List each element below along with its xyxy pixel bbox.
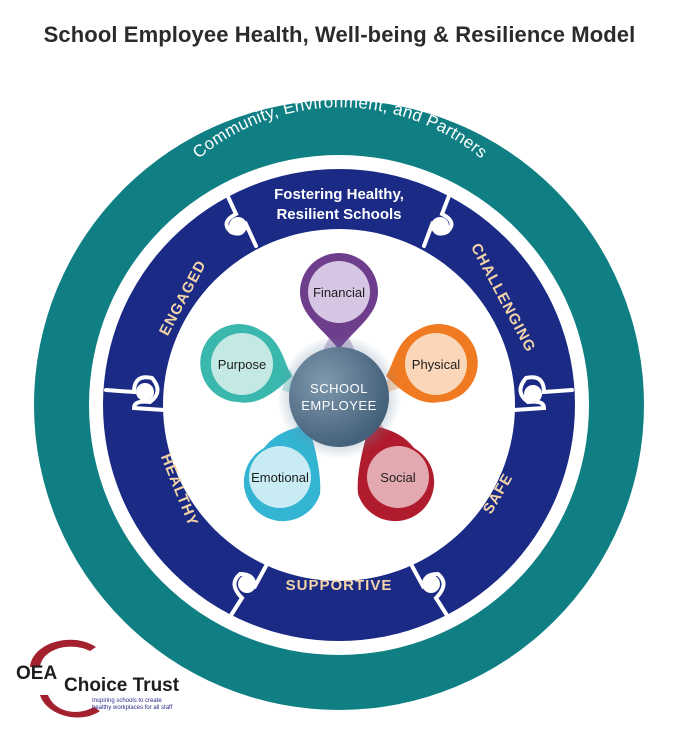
logo-tagline-line1: Inspiring schools to create <box>92 698 162 704</box>
dimension-physical-label: Physical <box>412 357 461 372</box>
dimension-emotional-label: Emotional <box>251 470 309 485</box>
logo-acronym: OEA <box>16 663 58 684</box>
segment-supportive: SUPPORTIVE <box>286 577 393 594</box>
center-line2: EMPLOYEE <box>301 398 377 413</box>
dimension-social: Social <box>357 425 435 522</box>
oea-choice-trust-logo: OEA Choice Trust Inspiring schools to cr… <box>10 633 200 725</box>
dimension-financial-label: Financial <box>313 285 365 300</box>
logo-tagline-line2: healthy workplaces for all staff <box>92 705 173 711</box>
center-line1: SCHOOL <box>310 381 368 396</box>
page-title: School Employee Health, Well-being & Res… <box>43 22 636 47</box>
middle-ring-top-line2: Resilient Schools <box>276 206 401 223</box>
dimension-emotional: Emotional <box>243 425 321 522</box>
logo-swoosh-icon <box>30 639 100 718</box>
middle-ring-top-line1: Fostering Healthy, <box>274 186 404 203</box>
logo-tagline: Inspiring schools to create healthy work… <box>92 698 202 712</box>
dimension-social-label: Social <box>380 470 416 485</box>
dimension-purpose-label: Purpose <box>218 357 266 372</box>
dimension-financial: Financial <box>300 252 378 350</box>
center-circle <box>289 347 389 447</box>
dimension-physical: Physical <box>386 324 478 403</box>
dimension-purpose: Purpose <box>200 324 292 403</box>
logo-name: Choice Trust <box>64 675 180 696</box>
